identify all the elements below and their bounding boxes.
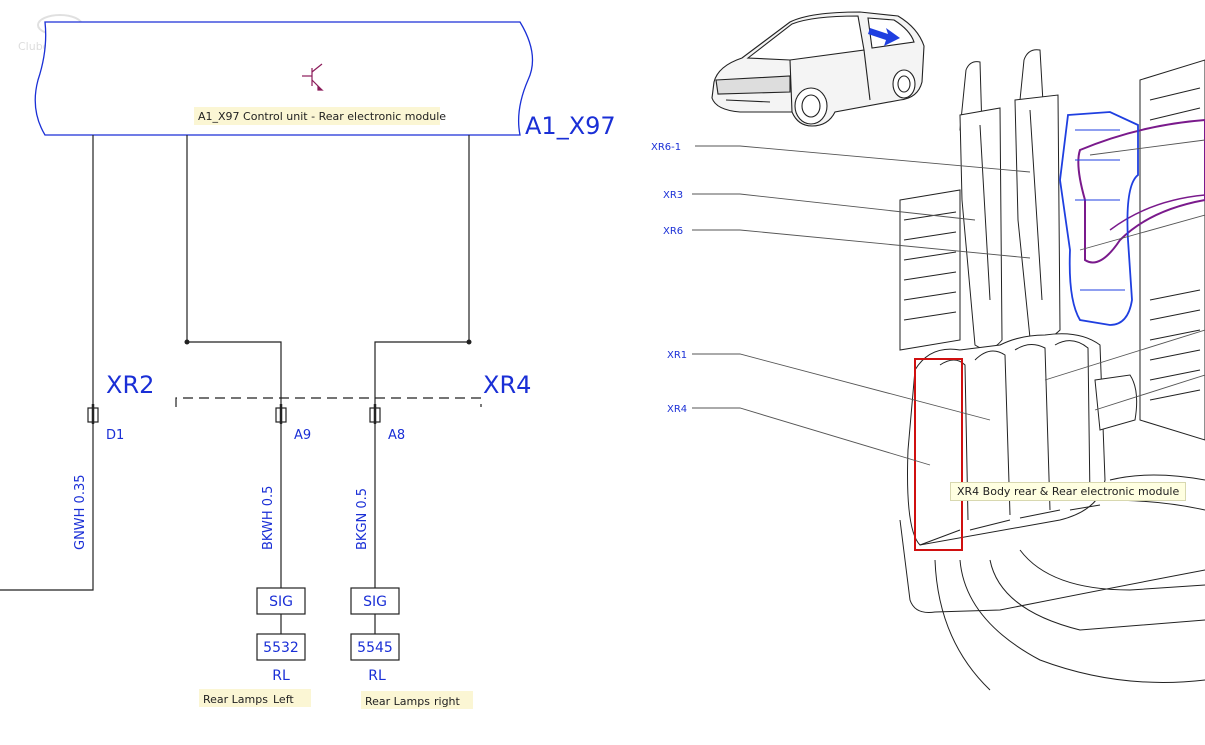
component-box	[256, 633, 306, 661]
wire-lines	[0, 135, 470, 634]
connector-xr2: XR2	[106, 371, 154, 399]
direction-arrow-icon	[868, 28, 900, 46]
sig-box	[350, 587, 400, 615]
component-box	[350, 633, 400, 661]
sig-label-left: SIG	[269, 594, 293, 610]
callout-xr6: XR6	[663, 226, 683, 237]
module-outline-purple	[1077, 118, 1205, 264]
caption-bg	[199, 689, 311, 707]
module-id: A1_X97	[525, 112, 616, 140]
component-number-left: 5532	[263, 640, 299, 656]
xr4-highlight-box	[914, 358, 963, 551]
caption-left-a: Rear Lamps	[203, 693, 268, 706]
module-outline-purple-inner	[1109, 194, 1205, 231]
connector-xr4: XR4	[483, 371, 531, 399]
car-illustration	[711, 11, 925, 127]
pin-d1: D1	[106, 428, 124, 443]
pin-a9: A9	[294, 428, 311, 443]
connector-detail-blue	[1075, 129, 1125, 291]
control-unit-block	[34, 21, 534, 136]
caption-right-b: right	[434, 695, 461, 708]
pin-a8: A8	[388, 428, 405, 443]
wire-label-bkwh: BKWH 0.5	[261, 486, 276, 550]
sig-label-right: SIG	[363, 594, 387, 610]
module-tooltip-bg	[194, 107, 440, 125]
callout-lines	[692, 139, 1205, 466]
caption-right-a: Rear Lamps	[365, 695, 430, 708]
callout-xr6-1: XR6-1	[651, 142, 681, 153]
connector-outline-blue	[1059, 111, 1139, 326]
transistor-icon	[302, 63, 324, 91]
callout-xr4: XR4	[667, 404, 687, 415]
location-tooltip: XR4 Body rear & Rear electronic module	[950, 482, 1187, 501]
wire-label-bkgn: BKGN 0.5	[355, 488, 370, 550]
caption-bg	[361, 691, 473, 709]
junction-dot	[466, 339, 472, 345]
callout-xr1: XR1	[667, 350, 687, 361]
wire-label-gnwh: GNWH 0.35	[73, 474, 88, 550]
rl-label-right: RL	[368, 668, 386, 684]
module-tooltip: A1_X97 Control unit - Rear electronic mo…	[198, 110, 446, 123]
caption-left-b: Left	[273, 693, 294, 706]
connector-dashed-line	[175, 397, 482, 407]
rl-label-left: RL	[272, 668, 290, 684]
sig-box	[256, 587, 306, 615]
pin-symbol	[87, 404, 381, 424]
callout-xr3: XR3	[663, 190, 683, 201]
component-number-right: 5545	[357, 640, 393, 656]
junction-dot	[184, 339, 190, 345]
